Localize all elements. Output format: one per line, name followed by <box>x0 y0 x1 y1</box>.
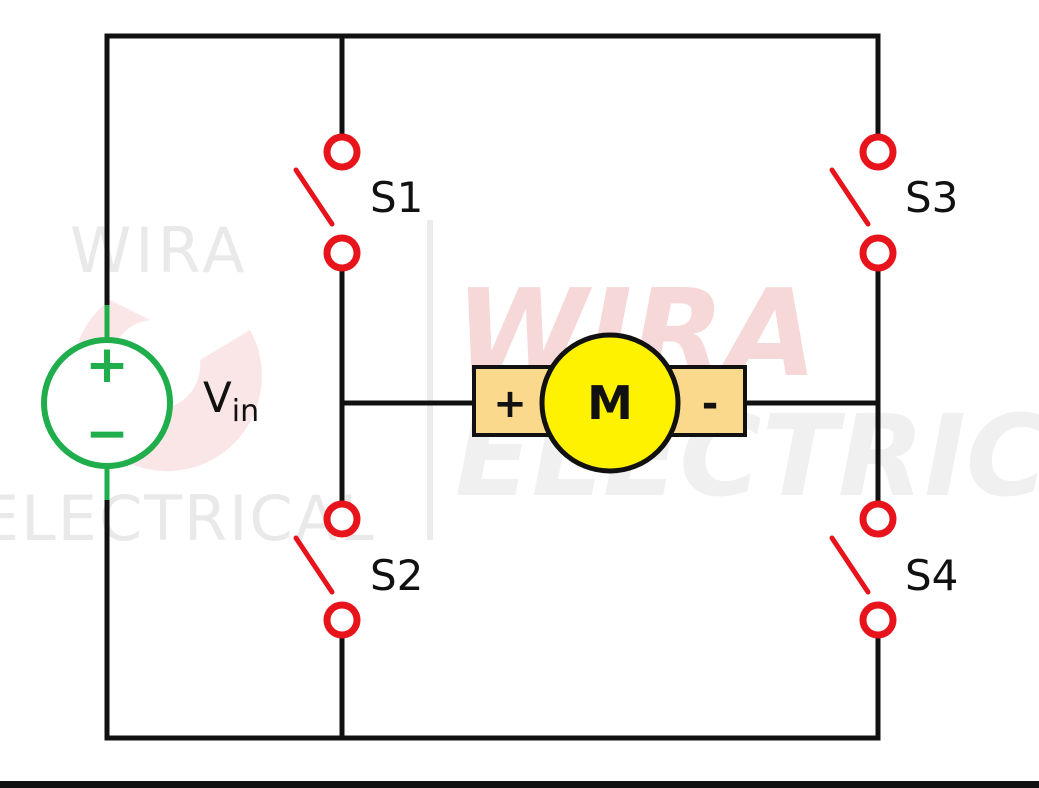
switch-s2-label: S2 <box>370 551 423 600</box>
switch-s4-terminal-bottom <box>859 601 897 639</box>
motor-positive-terminal: + <box>493 381 527 427</box>
switch-s4-label: S4 <box>905 551 958 600</box>
voltage-source: + − <box>41 305 173 500</box>
switch-s3-blade <box>829 167 871 227</box>
switch-s2: S2 <box>293 500 423 639</box>
switch-s1-blade <box>293 167 335 227</box>
switch-s1: S1 <box>293 133 423 272</box>
motor-negative-terminal: - <box>702 381 719 427</box>
source-label-subscript: in <box>232 394 259 429</box>
source-positive-symbol: + <box>85 335 129 395</box>
switch-s3: S3 <box>829 133 958 272</box>
switch-s3-label: S3 <box>905 173 958 222</box>
source-label-main: V <box>203 373 232 422</box>
motor-body <box>539 332 681 474</box>
switch-s4-blade <box>829 535 871 595</box>
switch-s4-terminal-top <box>859 500 897 538</box>
switch-s3-terminal-top <box>859 133 897 171</box>
switch-s4: S4 <box>829 500 958 639</box>
bottom-rule <box>0 781 1039 788</box>
source-circle <box>41 337 173 469</box>
watermark: WIRA ELECTRICAL WIRA ELECTRICAL <box>0 214 1039 555</box>
switch-s2-blade <box>293 535 335 595</box>
motor: + - M <box>472 332 747 474</box>
motor-label: M <box>587 376 633 430</box>
switch-s1-terminal-top <box>323 133 361 171</box>
source-label: Vin <box>203 373 259 429</box>
watermark-brand-top: WIRA <box>70 214 249 287</box>
source-negative-symbol: − <box>85 404 129 464</box>
switch-s2-terminal-bottom <box>323 601 361 639</box>
watermark-brand-bottom: ELECTRICAL <box>0 482 376 555</box>
circuit-wires <box>104 33 881 741</box>
switch-s1-label: S1 <box>370 173 423 222</box>
switch-s2-terminal-top <box>323 500 361 538</box>
switch-s1-terminal-bottom <box>323 234 361 272</box>
switch-s3-terminal-bottom <box>859 234 897 272</box>
